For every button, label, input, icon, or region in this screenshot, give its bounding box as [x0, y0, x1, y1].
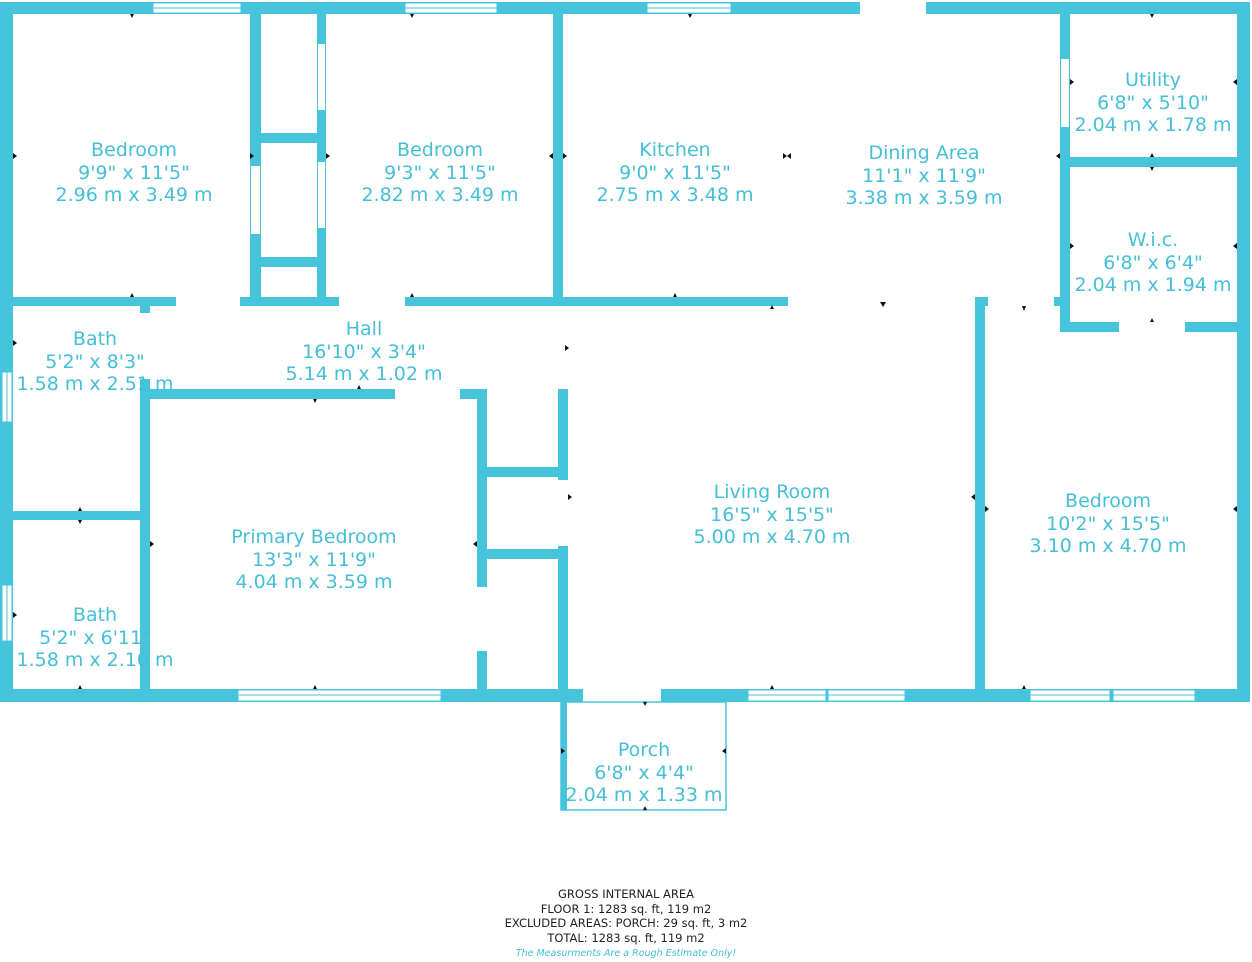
room-label-bath-1: Bath 5'2" x 8'3" 1.58 m x 2.51 m — [16, 328, 173, 396]
room-metric: 2.75 m x 3.48 m — [596, 184, 754, 206]
room-label-hall: Hall 16'10" x 3'4" 5.14 m x 1.02 m — [285, 318, 442, 386]
room-imperial: 9'3" x 11'5" — [384, 161, 496, 184]
room-label-dining-area: Dining Area 11'1" x 11'9" 3.38 m x 3.59 … — [845, 142, 1002, 210]
summary-excluded: EXCLUDED AREAS: PORCH: 29 sq. ft, 3 m2 — [504, 916, 748, 931]
wall-right — [1237, 2, 1250, 702]
room-imperial: 16'5" x 15'5" — [710, 503, 834, 526]
room-name: Hall — [345, 318, 383, 340]
room-imperial: 6'8" x 4'4" — [594, 761, 694, 784]
wall-top — [0, 2, 1250, 14]
room-imperial: 11'1" x 11'9" — [862, 164, 986, 187]
room-imperial: 6'8" x 6'4" — [1103, 251, 1203, 274]
room-metric: 3.38 m x 3.59 m — [845, 187, 1003, 209]
room-metric: 4.04 m x 3.59 m — [235, 571, 393, 593]
room-metric: 5.00 m x 4.70 m — [693, 526, 851, 548]
room-label-bedroom-2: Bedroom 9'3" x 11'5" 2.82 m x 3.49 m — [361, 139, 518, 207]
room-imperial: 10'2" x 15'5" — [1046, 512, 1170, 535]
room-label-porch: Porch 6'8" x 4'4" 2.04 m x 1.33 m — [565, 739, 722, 807]
room-name: Living Room — [713, 481, 831, 503]
room-name: W.i.c. — [1127, 229, 1179, 251]
room-label-bedroom-1: Bedroom 9'9" x 11'5" 2.96 m x 3.49 m — [55, 139, 212, 207]
room-name: Utility — [1125, 69, 1181, 91]
room-imperial: 9'9" x 11'5" — [78, 161, 190, 184]
room-name: Bath — [72, 604, 118, 626]
room-imperial: 13'3" x 11'9" — [252, 548, 376, 571]
room-label-bedroom-3: Bedroom 10'2" x 15'5" 3.10 m x 4.70 m — [1029, 490, 1186, 558]
room-name: Bedroom — [1065, 490, 1151, 512]
room-name: Bedroom — [397, 139, 483, 161]
summary-floor: FLOOR 1: 1283 sq. ft, 119 m2 — [540, 901, 712, 916]
room-imperial: 9'0" x 11'5" — [619, 161, 731, 184]
room-name: Bath — [72, 328, 118, 350]
room-metric: 2.04 m x 1.78 m — [1074, 114, 1232, 136]
room-name: Primary Bedroom — [231, 526, 397, 548]
room-metric: 2.04 m x 1.33 m — [565, 784, 723, 806]
windows — [1, 2, 1196, 702]
room-metric: 5.14 m x 1.02 m — [285, 363, 443, 385]
summary-note: The Measurments Are a Rough Estimate Onl… — [515, 948, 737, 960]
room-metric: 3.10 m x 4.70 m — [1029, 535, 1187, 557]
room-label-bath-2: Bath 5'2" x 6'11" 1.58 m x 2.10 m — [16, 604, 173, 672]
room-imperial: 6'8" x 5'10" — [1097, 91, 1209, 114]
room-imperial: 5'2" x 8'3" — [45, 350, 145, 373]
dimension-markers — [13, 14, 1237, 810]
room-name: Porch — [617, 739, 671, 761]
area-summary: GROSS INTERNAL AREA FLOOR 1: 1283 sq. ft… — [0, 887, 1252, 962]
room-label-kitchen: Kitchen 9'0" x 11'5" 2.75 m x 3.48 m — [596, 139, 753, 207]
room-imperial: 5'2" x 6'11" — [39, 626, 151, 649]
room-metric: 1.58 m x 2.10 m — [16, 649, 174, 671]
room-metric: 2.04 m x 1.94 m — [1074, 274, 1232, 296]
summary-total: TOTAL: 1283 sq. ft, 119 m2 — [547, 930, 705, 945]
room-metric: 2.96 m x 3.49 m — [55, 184, 213, 206]
openings — [139, 1, 1185, 703]
wall-left — [0, 2, 13, 702]
room-metric: 2.82 m x 3.49 m — [361, 184, 519, 206]
summary-title: GROSS INTERNAL AREA — [557, 887, 694, 901]
room-name: Bedroom — [91, 139, 177, 161]
room-label-primary-bedroom: Primary Bedroom 13'3" x 11'9" 4.04 m x 3… — [231, 526, 396, 594]
room-label-utility: Utility 6'8" x 5'10" 2.04 m x 1.78 m — [1074, 69, 1231, 137]
room-label-living-room: Living Room 16'5" x 15'5" 5.00 m x 4.70 … — [693, 481, 850, 549]
window-lines — [6, 7, 1195, 696]
room-label-wic: W.i.c. 6'8" x 6'4" 2.04 m x 1.94 m — [1074, 229, 1231, 297]
room-name: Kitchen — [639, 139, 711, 161]
room-name: Dining Area — [868, 142, 980, 164]
room-metric: 1.58 m x 2.51 m — [16, 373, 174, 395]
room-imperial: 16'10" x 3'4" — [302, 340, 426, 363]
